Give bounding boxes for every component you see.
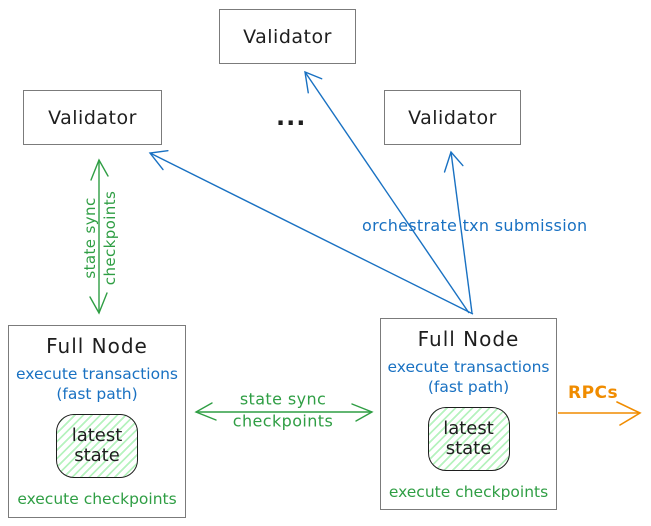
full-node-left-title: Full Node bbox=[46, 334, 148, 358]
state-sync-checkpoints-horizontal-label: state sync checkpoints bbox=[233, 388, 333, 431]
full-node-box-left: Full Node execute transactions (fast pat… bbox=[8, 325, 186, 518]
latest-state-left-line1: latest bbox=[71, 424, 123, 446]
latest-state-box-right: latest state bbox=[427, 407, 510, 472]
orchestrate-txn-submission-label: orchestrate txn submission bbox=[362, 216, 588, 235]
validator-right-label: Validator bbox=[408, 106, 497, 129]
latest-state-box-left: latest state bbox=[56, 414, 138, 479]
full-node-right-execute-checkpoints: execute checkpoints bbox=[388, 483, 549, 502]
full-node-left-execute-checkpoints: execute checkpoints bbox=[17, 490, 177, 509]
full-node-right-execute-transactions: execute transactions bbox=[387, 358, 550, 376]
state-sync-horizontal-line1: state sync bbox=[239, 389, 327, 409]
validator-box-top: Validator bbox=[219, 9, 356, 64]
latest-state-right-line2: state bbox=[445, 438, 492, 460]
validator-top-label: Validator bbox=[243, 25, 332, 48]
rpcs-label: RPCs bbox=[568, 383, 619, 403]
full-node-left-execute-transactions: execute transactions bbox=[15, 365, 179, 383]
validators-ellipsis: ... bbox=[276, 103, 307, 131]
state-sync-horizontal-line2: checkpoints bbox=[232, 411, 334, 430]
latest-state-left-line2: state bbox=[74, 445, 120, 467]
latest-state-right-line1: latest bbox=[443, 417, 494, 439]
full-node-box-right: Full Node execute transactions (fast pat… bbox=[380, 318, 557, 510]
full-node-right-fast-path: (fast path) bbox=[427, 378, 510, 397]
validator-left-label: Validator bbox=[48, 106, 137, 129]
state-sync-vertical-line2: checkpoints bbox=[101, 190, 119, 286]
state-sync-checkpoints-vertical-label: state sync checkpoints bbox=[80, 191, 121, 285]
validator-box-left: Validator bbox=[23, 90, 162, 145]
validator-box-right: Validator bbox=[384, 90, 521, 145]
full-node-right-title: Full Node bbox=[417, 327, 520, 351]
full-node-left-fast-path: (fast path) bbox=[56, 385, 138, 404]
state-sync-vertical-line1: state sync bbox=[80, 197, 99, 279]
